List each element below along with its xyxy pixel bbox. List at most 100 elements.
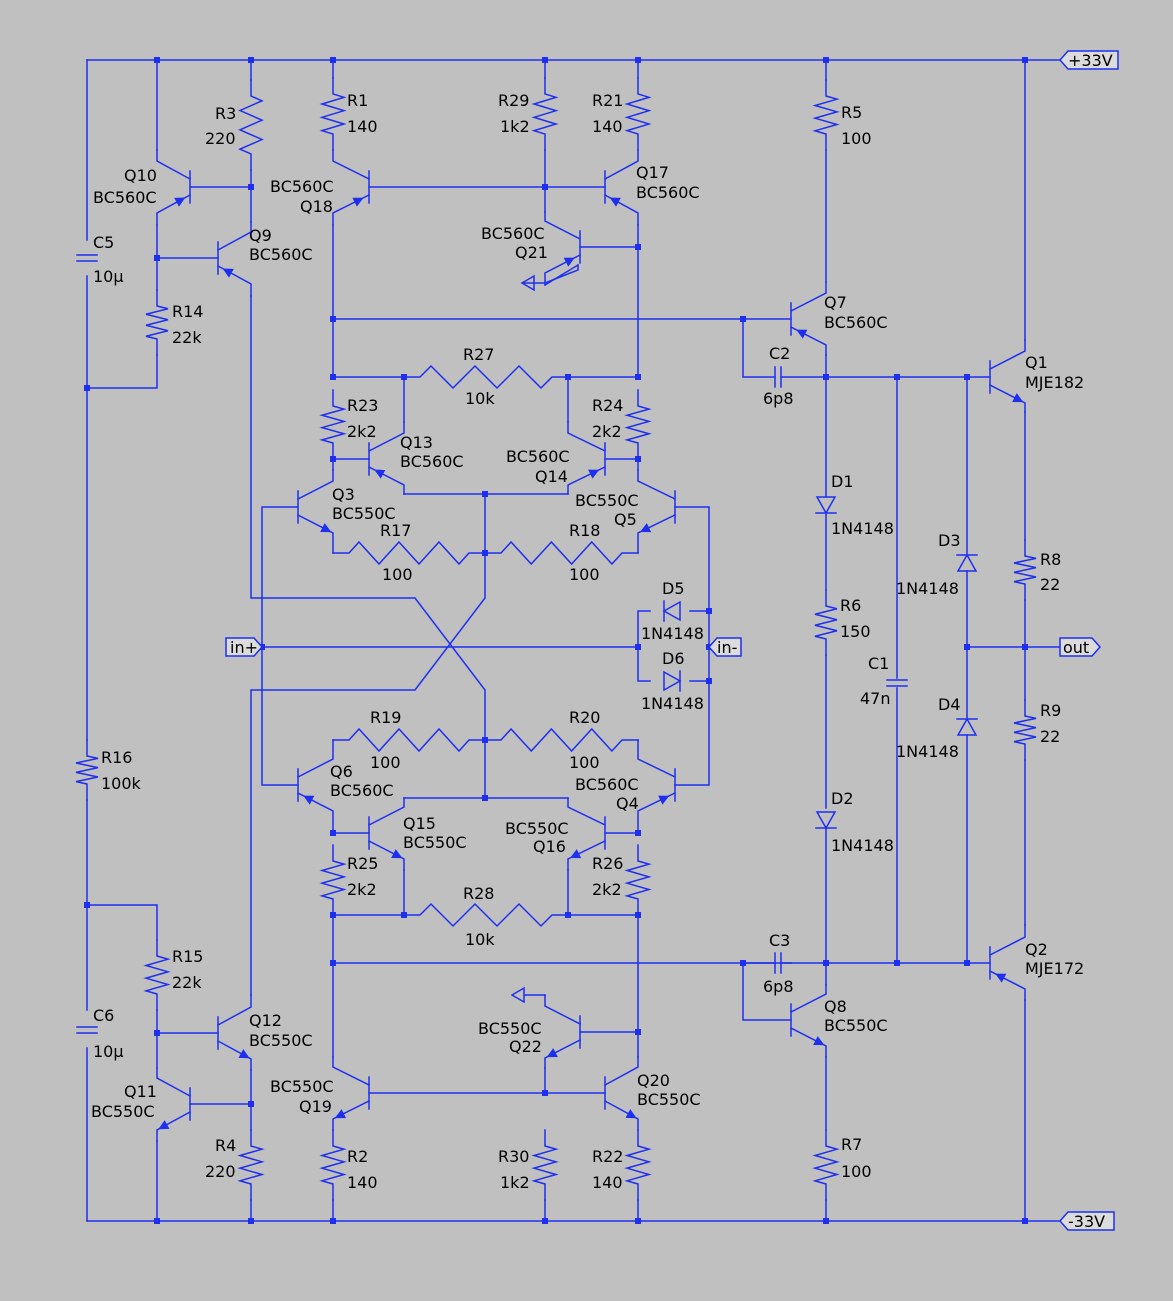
transistor-q18 [332,149,371,226]
label-ref: Q14 [535,467,568,486]
label-ref: R5 [841,103,862,122]
label-ref: R18 [569,521,600,540]
junction-dot [330,456,336,462]
label-value: BC550C [478,1019,542,1038]
transistor-q8 [789,984,827,1058]
transistor-q13 [367,421,405,495]
transistor-q1 [988,339,1026,413]
label-value: 150 [840,622,871,641]
label-value: 22k [172,973,202,992]
label-value: 1k2 [500,1173,530,1192]
label-ref: R2 [347,1147,368,1166]
resistor-r25 [319,844,347,916]
label-ref: Q10 [124,166,157,185]
resistor-r1 [319,77,347,151]
label-value: BC560C [506,447,570,466]
junction-dot [635,374,641,380]
label-value: BC550C [403,833,467,852]
label-value: 100 [841,1162,872,1181]
label-value: 6p8 [763,389,794,408]
wire [637,610,651,648]
junction-dot [154,1218,160,1224]
label-ref: Q9 [249,226,272,245]
junction-dot [823,57,829,63]
label-value: 1N4148 [641,694,704,713]
ground-arrow [520,274,535,292]
junction-dot [330,374,336,380]
label-value: 220 [205,129,236,148]
wire [86,904,158,941]
label-value: 100k [101,774,142,793]
transistor-q4 [637,739,677,834]
wire [742,318,776,378]
label-ref: D2 [831,789,854,808]
label-ref: R23 [347,396,378,415]
label-ref: Q21 [515,243,548,262]
transistor-q19 [332,1056,371,1131]
label-value: 100 [569,565,600,584]
port-label: +33V [1068,51,1113,70]
transistor-q2 [988,924,1026,1001]
junction-dot [964,960,970,966]
label-ref: R15 [172,947,203,966]
junction-dot [823,960,829,966]
label-value: 1N4148 [831,836,894,855]
junction-dot [154,57,160,63]
label-ref: R9 [1040,701,1061,720]
label-value: 2k2 [592,422,622,441]
label-ref: D4 [938,695,961,714]
label-ref: D3 [938,531,961,550]
port-label: out [1063,638,1089,657]
junction-dot [894,374,900,380]
label-value: 140 [592,1173,623,1192]
label-value: BC550C [332,504,396,523]
label-ref: Q12 [249,1011,282,1030]
transistor-q17 [603,149,639,226]
label-ref: R17 [380,521,411,540]
label-ref: Q16 [533,837,566,856]
label-value: BC560C [93,188,157,207]
label-ref: R24 [592,396,623,415]
resistor-r26 [624,844,652,916]
resistor-r28 [403,902,569,928]
wire [250,295,486,741]
label-ref: Q1 [1025,353,1048,372]
label-value: BC550C [575,491,639,510]
label-value: 10k [465,930,495,949]
label-ref: R30 [498,1147,529,1166]
label-value: BC560C [400,452,464,471]
junction-dot [482,491,488,497]
junction-dot [330,830,336,836]
junction-dot [330,1218,336,1224]
junction-dot [482,550,488,556]
label-ref: Q3 [332,485,355,504]
resistor-r2 [319,1129,347,1201]
junction-dot [542,1090,548,1096]
label-ref: R19 [370,708,401,727]
port-label: in- [717,638,737,657]
wire [674,506,710,786]
transistor-q5 [637,469,677,554]
label-value: MJE182 [1025,373,1084,392]
label-ref: Q17 [636,163,669,182]
wires [86,59,1061,1222]
wire [250,552,486,996]
label-ref: Q5 [614,510,637,529]
junction-dot [401,374,407,380]
resistor-r9 [1013,699,1037,761]
label-ref: Q15 [403,814,436,833]
label-ref: R7 [841,1135,862,1154]
label-value: 1k2 [500,117,530,136]
label-ref: R4 [215,1136,236,1155]
transistor-q7 [789,281,827,356]
label-ref: Q22 [509,1037,542,1056]
label-ref: Q7 [824,293,847,312]
label-value: 22 [1040,727,1060,746]
junction-dot [330,57,336,63]
label-ref: R16 [101,748,132,767]
junction-dot [565,912,571,918]
junction-dot [635,1029,641,1035]
transistor-q22 [544,994,582,1069]
label-ref: R3 [215,104,236,123]
label-value: 2k2 [347,880,377,899]
